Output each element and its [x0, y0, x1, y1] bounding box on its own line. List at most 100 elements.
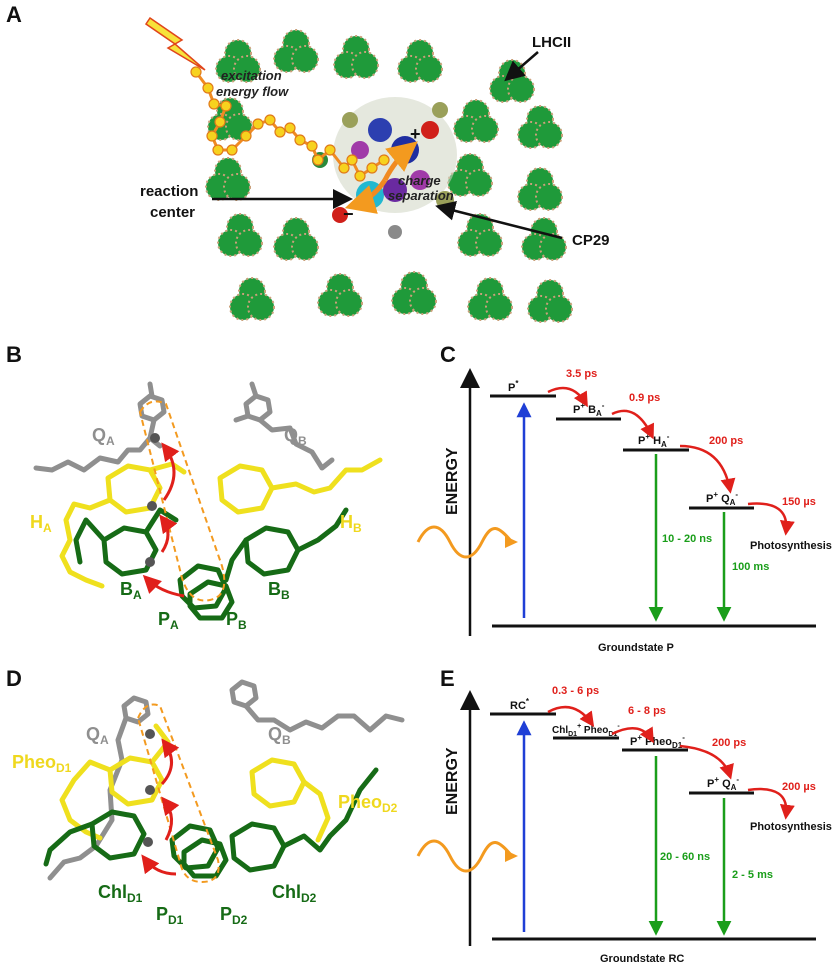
lhcii-complex-2 [273, 29, 319, 73]
hb-label: HB [340, 512, 362, 535]
bb-label: BB [268, 579, 290, 602]
electron-qa [150, 433, 160, 443]
time-e1: 0.3 - 6 ps [552, 685, 599, 697]
ha-label: HA [30, 512, 52, 535]
qb-label: QB [284, 425, 307, 448]
lhcii-complex-10 [447, 153, 493, 197]
quinone-qb [233, 381, 335, 471]
lhcii-complex-16 [229, 277, 275, 321]
flow-dot-2 [202, 82, 214, 94]
energy-flow-dots [190, 66, 390, 182]
flow-dot-9 [240, 130, 252, 142]
lhcii-label: LHCII [532, 34, 571, 51]
state-rcstar-label: RC* [510, 697, 530, 712]
forward-arrow-e3 [679, 744, 734, 780]
chlorophyll-pa-pb [177, 563, 235, 621]
electron-ba [145, 557, 155, 567]
charge-label-2: separation [388, 188, 454, 203]
qb-label-d: QB [268, 724, 291, 747]
pheo-d1-label: PheoD1 [12, 752, 72, 775]
chlorophyll-ba [73, 507, 179, 577]
cp29-label: CP29 [572, 232, 610, 249]
lhcii-complexes [205, 29, 573, 323]
panel-e: E ENERGY Groundstate RC RC* ChlD1+ PheoD… [416, 666, 832, 965]
minus-sign: − [343, 204, 354, 224]
charge-separation-arrow-up [382, 141, 418, 182]
light-wave-icon [416, 525, 514, 559]
transfer-arrow-chl-pheo [161, 796, 180, 841]
charge-label-1: charge [398, 173, 441, 188]
flow-dot-14 [294, 134, 306, 146]
flow-dot-13 [284, 122, 296, 134]
light-wave-arrowhead [505, 536, 518, 548]
panel-letter-a: A [6, 2, 22, 27]
chlorophyll-d1 [43, 809, 147, 867]
lhcii-complex-17 [317, 273, 363, 317]
energy-axis-label-e: ENERGY [444, 747, 461, 815]
flow-dot-20 [354, 170, 366, 182]
light-bolt-icon [144, 16, 206, 71]
state-pha-label: P+ HA- [638, 432, 670, 449]
forward-arrow-e2 [611, 726, 654, 744]
flow-dot-1 [190, 66, 202, 78]
panel-letter-c: C [440, 342, 456, 367]
flow-dot-15 [306, 140, 318, 152]
lhcii-complex-14 [457, 213, 503, 257]
flow-dot-5 [214, 116, 226, 128]
forward-arrow-e1 [547, 705, 595, 728]
flow-dot-21 [366, 162, 378, 174]
lhcii-complex-1 [215, 39, 261, 83]
lhcii-complex-3 [333, 35, 379, 79]
lhcii-complex-5 [489, 59, 535, 103]
forward-arrow-3 [679, 444, 736, 494]
excitation-label-2: energy flow [216, 84, 289, 99]
electron-pheo-d [145, 785, 155, 795]
reaction-center-label-2: center [150, 204, 195, 221]
state-pqa-label: P+ QA- [706, 490, 738, 507]
flow-dot-10 [252, 118, 264, 130]
transfer-arrow-pd1-chl [141, 854, 177, 876]
chlorophyll-pd1-pd2 [169, 823, 229, 879]
lhcii-complex-9 [205, 157, 251, 201]
recomb-time-e2: 2 - 5 ms [732, 869, 773, 881]
state-chl-pheo-label: ChlD1+ PheoD1- [552, 723, 620, 738]
state-pba-label: P+ BA- [573, 401, 605, 418]
light-wave-arrowhead-e [505, 850, 518, 862]
lhcii-complex-18 [391, 271, 437, 315]
flow-dot-12 [274, 126, 286, 138]
electron-path-outline [138, 400, 226, 602]
flow-dot-16 [312, 154, 324, 166]
pb-label: PB [226, 609, 247, 632]
lhcii-complex-8 [517, 105, 563, 149]
panel-d: D [6, 666, 405, 927]
pheo-d2-label: PheoD2 [338, 792, 398, 815]
lhcii-complex-12 [217, 213, 263, 257]
recomb-time-1: 10 - 20 ns [662, 533, 712, 545]
time-1: 3.5 ps [566, 368, 597, 380]
panel-b: B [6, 342, 383, 632]
time-2: 0.9 ps [629, 392, 660, 404]
energy-axis-label: ENERGY [444, 447, 461, 515]
time-e2: 6 - 8 ps [628, 705, 666, 717]
panel-letter-b: B [6, 342, 22, 367]
panel-a: A + − excitation energy flow [6, 2, 610, 323]
ba-label: BA [120, 579, 142, 602]
p-d1-label: PD1 [156, 904, 184, 927]
qa-label: QA [92, 425, 115, 448]
lhcii-complex-20 [527, 279, 573, 323]
flow-dot-3 [208, 98, 220, 110]
lhcii-complex-11 [517, 167, 563, 211]
flow-dot-8 [226, 144, 238, 156]
qa-label-d: QA [86, 724, 109, 747]
flow-dot-19 [346, 154, 358, 166]
state-p-qa-e-label: P+ QA- [707, 775, 739, 792]
electron-chl-d [143, 837, 153, 847]
quinone-qb-d [229, 679, 405, 733]
chl-d1-label: ChlD1 [98, 882, 143, 905]
pheophytin-hb [217, 457, 383, 515]
flow-dot-17 [324, 144, 336, 156]
lhcii-complex-19 [467, 277, 513, 321]
flow-dot-6 [206, 130, 218, 142]
cp29-arrow [435, 201, 563, 240]
